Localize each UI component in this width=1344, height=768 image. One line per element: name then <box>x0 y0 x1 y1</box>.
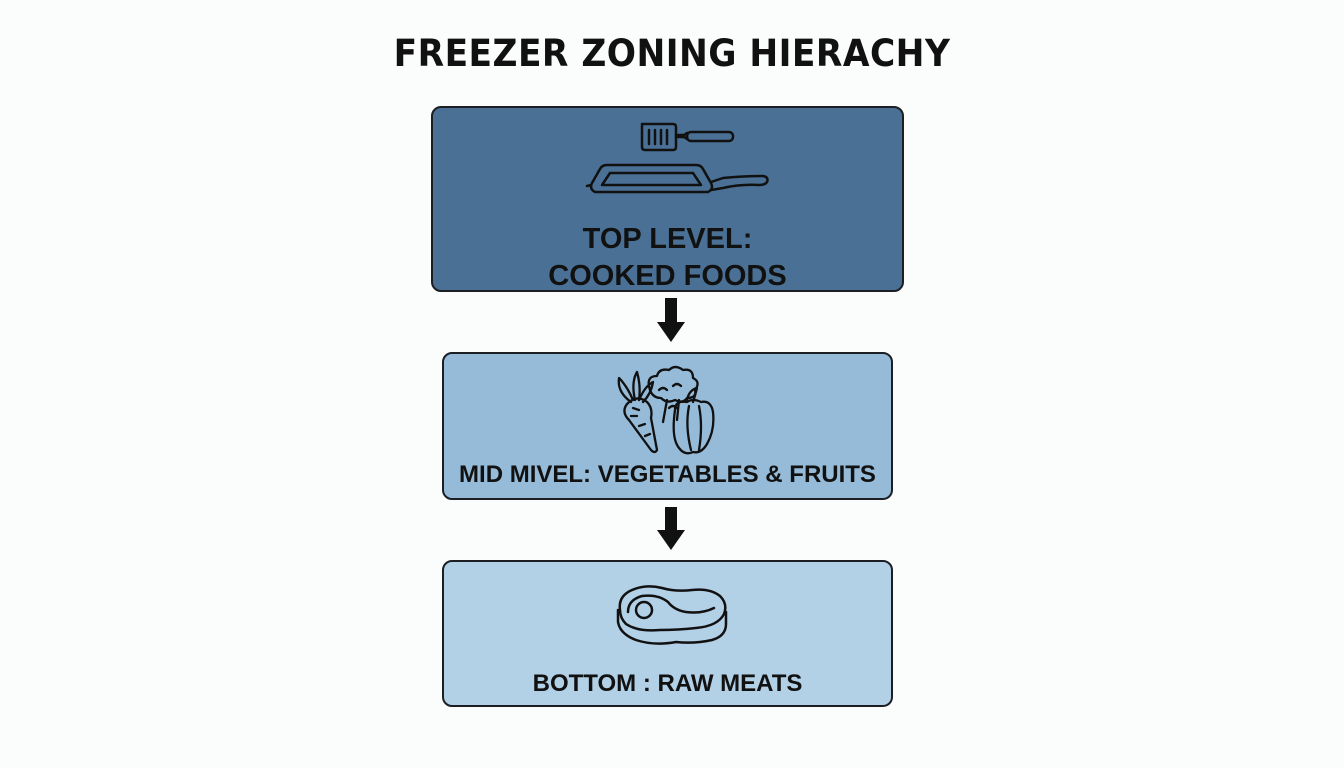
bottom-level-label: BOTTOM : RAW MEATS <box>532 670 803 697</box>
top-level-box: TOP LEVEL: COOKED FOODS <box>431 106 904 292</box>
mid-level-box: MID MIVEL: VEGETABLES & FRUITS <box>442 352 893 500</box>
spatula-and-pan-icon <box>585 122 769 194</box>
top-level-label-line2: COOKED FOODS <box>548 260 787 292</box>
down-arrow-icon <box>657 298 685 342</box>
steak-icon <box>616 585 728 645</box>
bottom-level-box: BOTTOM : RAW MEATS <box>442 560 893 707</box>
top-level-label: TOP LEVEL: COOKED FOODS <box>433 221 902 295</box>
vegetables-icon <box>617 365 715 455</box>
diagram-title: FREEZER ZONING HIERACHY <box>393 32 951 75</box>
mid-level-label: MID MIVEL: VEGETABLES & FRUITS <box>459 461 876 488</box>
down-arrow-icon <box>657 507 685 550</box>
top-level-label-line1: TOP LEVEL: <box>582 223 753 255</box>
